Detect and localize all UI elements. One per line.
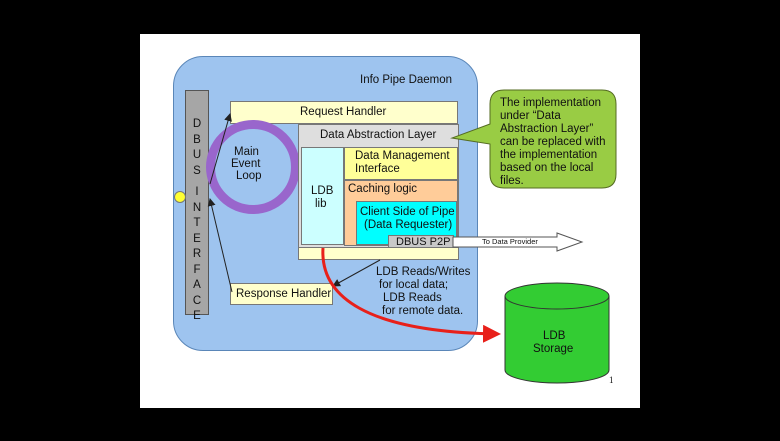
stack-to-response-handler-arrow bbox=[332, 259, 381, 287]
ldb-lib-box bbox=[301, 147, 344, 245]
response-handler-label: Response Handler bbox=[236, 288, 332, 300]
dbus-letter: D bbox=[192, 118, 202, 130]
dbus-letter: I bbox=[195, 186, 199, 198]
ldb-storage-cylinder bbox=[504, 282, 610, 384]
dbus-interface-bar: D B U S I N T E R F A C E bbox=[185, 90, 209, 322]
dbus-letter: E bbox=[193, 232, 201, 245]
ldb-lib-line-2: lib bbox=[315, 198, 327, 210]
note-callout-bubble bbox=[450, 89, 617, 189]
page-number: 1 bbox=[609, 375, 614, 385]
main-event-loop-line-2: Event bbox=[231, 158, 261, 170]
note-line-4: can be replaced with bbox=[500, 136, 606, 148]
dbus-letter: F bbox=[193, 263, 201, 276]
dbus-letter: R bbox=[192, 248, 202, 260]
request-handler-label: Request Handler bbox=[300, 106, 387, 118]
response-handler-box bbox=[230, 283, 333, 305]
ldb-reads-writes-line-1: LDB Reads/Writes bbox=[376, 266, 471, 278]
dbus-letter: B bbox=[193, 133, 201, 146]
dbus-letter: U bbox=[192, 149, 202, 161]
dbus-letter: S bbox=[193, 164, 201, 177]
ldb-lib-line-1: LDB bbox=[311, 185, 334, 197]
ldb-storage-line-1: LDB bbox=[543, 330, 566, 342]
dbus-letter: E bbox=[193, 310, 201, 322]
dbus-letter: T bbox=[193, 217, 201, 229]
data-management-interface-line-2: Interface bbox=[355, 163, 400, 175]
client-side-of-pipe-line-2: (Data Requester) bbox=[364, 219, 453, 231]
dbus-letter: C bbox=[192, 294, 202, 307]
note-line-2: under “Data bbox=[500, 110, 561, 122]
request-handler-box bbox=[230, 101, 458, 124]
note-line-3: Abstraction Layer” bbox=[500, 123, 594, 135]
data-abstraction-layer-label: Data Abstraction Layer bbox=[320, 129, 437, 141]
main-event-loop-line-1: Main bbox=[234, 146, 259, 158]
to-data-provider-arrow bbox=[452, 232, 584, 252]
data-management-interface-box bbox=[344, 147, 458, 180]
dbus-letter: N bbox=[192, 201, 202, 214]
dbus-to-request-handler-arrow bbox=[209, 113, 232, 185]
data-management-interface-line-1: Data Management bbox=[355, 150, 450, 162]
main-event-loop-ring bbox=[206, 120, 300, 214]
to-data-provider-label: To Data Provider bbox=[482, 237, 538, 246]
dbus-p2p-label: DBUS P2P bbox=[396, 236, 451, 248]
connector-lines bbox=[207, 113, 501, 343]
note-line-6: based on the local bbox=[500, 162, 594, 174]
ldb-reads-writes-line-3: LDB Reads bbox=[383, 292, 442, 304]
response-handler-to-dbus-arrow bbox=[207, 198, 233, 293]
note-line-7: files. bbox=[500, 175, 524, 187]
dbus-letter: A bbox=[193, 279, 201, 291]
ldb-storage-line-2: Storage bbox=[533, 343, 574, 355]
note-line-1: The implementation bbox=[500, 97, 601, 109]
caching-logic-label: Caching logic bbox=[348, 183, 418, 195]
ldb-to-storage-arrow bbox=[321, 247, 501, 343]
daemon-base-strip bbox=[298, 247, 459, 260]
slide: Info Pipe Daemon D B U S I N T E R F A C… bbox=[140, 34, 640, 408]
info-pipe-daemon-title: Info Pipe Daemon bbox=[360, 74, 453, 86]
client-side-of-pipe-line-1: Client Side of Pipe bbox=[360, 206, 455, 218]
ldb-reads-writes-line-4: for remote data. bbox=[382, 305, 464, 317]
note-line-5: the implementation bbox=[500, 149, 598, 161]
ldb-reads-writes-line-2: for local data; bbox=[379, 279, 449, 291]
main-event-loop-line-3: Loop bbox=[236, 170, 262, 182]
dbus-connector-dot bbox=[174, 191, 186, 203]
